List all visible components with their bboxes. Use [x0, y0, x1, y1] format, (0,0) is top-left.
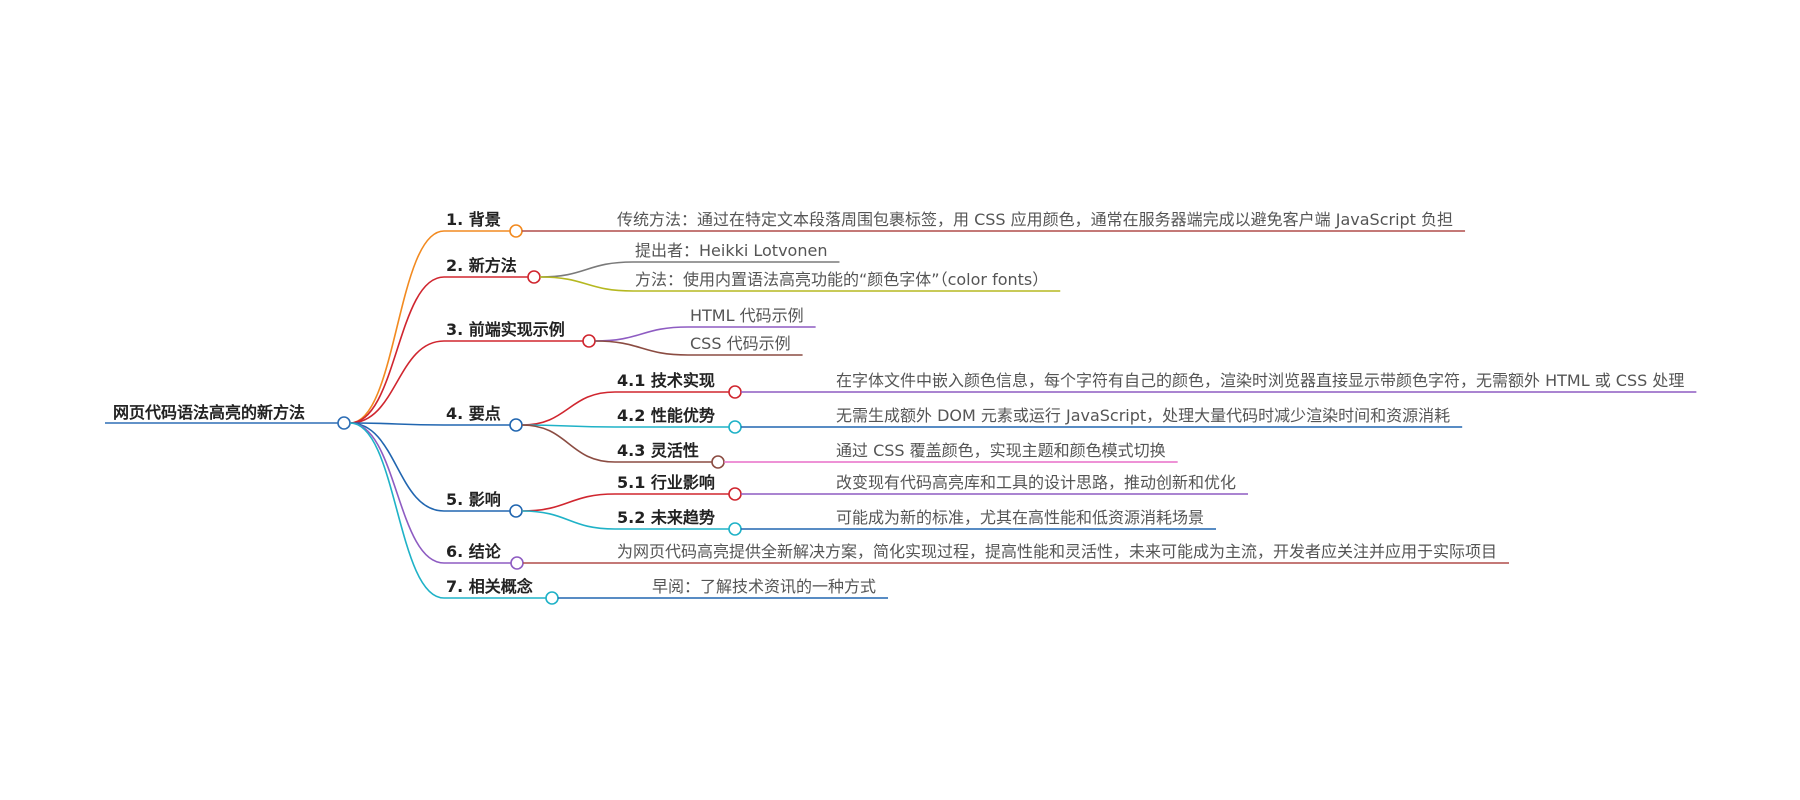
- root-topic: 网页代码语法高亮的新方法: [113, 403, 305, 422]
- branch-node[interactable]: [527, 270, 541, 284]
- branch-connector: [349, 422, 445, 564]
- branch-node[interactable]: [509, 418, 523, 432]
- branch-connector: [349, 422, 445, 599]
- subtopic: 4.1 技术实现: [617, 371, 715, 390]
- leaf-connector: [539, 276, 634, 292]
- branch-topic: 2. 新方法: [446, 256, 517, 275]
- branch-node[interactable]: [509, 224, 523, 238]
- branch-topic: 1. 背景: [446, 210, 501, 229]
- branch-connector: [349, 276, 445, 424]
- subtopic-connector: [521, 510, 616, 530]
- branch-topic: 4. 要点: [446, 404, 501, 423]
- leaf-text: CSS 代码示例: [690, 334, 791, 353]
- leaf-text: 可能成为新的标准，尤其在高性能和低资源消耗场景: [836, 508, 1204, 527]
- subtopic-connector: [521, 424, 616, 428]
- subtopic-connector: [521, 391, 616, 426]
- leaf-connector: [539, 261, 634, 278]
- branch-connector: [349, 230, 445, 424]
- subtopic-node[interactable]: [728, 522, 742, 536]
- leaf-connector: [594, 326, 689, 342]
- leaf-text: 传统方法：通过在特定文本段落周围包裹标签，用 CSS 应用颜色，通常在服务器端完…: [617, 210, 1453, 229]
- branch-connector: [349, 340, 445, 424]
- subtopic-connector: [521, 493, 616, 512]
- branch-connector: [349, 422, 445, 512]
- subtopic: 5.2 未来趋势: [617, 508, 715, 527]
- root-node[interactable]: [337, 416, 351, 430]
- leaf-text: 在字体文件中嵌入颜色信息，每个字符有自己的颜色，渲染时浏览器直接显示带颜色字符，…: [836, 371, 1684, 390]
- subtopic-connector: [521, 424, 616, 463]
- subtopic: 4.2 性能优势: [617, 406, 715, 425]
- branch-node[interactable]: [509, 504, 523, 518]
- subtopic-node[interactable]: [728, 420, 742, 434]
- leaf-text: 为网页代码高亮提供全新解决方案，简化实现过程，提高性能和灵活性，未来可能成为主流…: [617, 542, 1497, 561]
- branch-topic: 5. 影响: [446, 490, 501, 509]
- leaf-connector: [594, 340, 689, 356]
- leaf-text: 方法：使用内置语法高亮功能的“颜色字体”（color fonts）: [635, 270, 1048, 289]
- leaf-text: 早阅：了解技术资讯的一种方式: [652, 577, 876, 596]
- leaf-text: 改变现有代码高亮库和工具的设计思路，推动创新和优化: [836, 473, 1236, 492]
- branch-connector: [349, 422, 445, 426]
- branch-node[interactable]: [510, 556, 524, 570]
- subtopic: 4.3 灵活性: [617, 441, 699, 460]
- subtopic-node[interactable]: [728, 385, 742, 399]
- branch-topic: 7. 相关概念: [446, 577, 534, 596]
- leaf-text: HTML 代码示例: [690, 306, 804, 325]
- branch-topic: 6. 结论: [446, 542, 502, 561]
- subtopic-node[interactable]: [711, 455, 725, 469]
- branch-topic: 3. 前端实现示例: [446, 320, 565, 339]
- subtopic: 5.1 行业影响: [617, 473, 715, 492]
- subtopic-node[interactable]: [728, 487, 742, 501]
- branch-node[interactable]: [545, 591, 559, 605]
- branch-node[interactable]: [582, 334, 596, 348]
- leaf-text: 通过 CSS 覆盖颜色，实现主题和颜色模式切换: [836, 441, 1166, 460]
- leaf-text: 提出者：Heikki Lotvonen: [635, 241, 827, 260]
- leaf-text: 无需生成额外 DOM 元素或运行 JavaScript，处理大量代码时减少渲染时…: [836, 406, 1450, 425]
